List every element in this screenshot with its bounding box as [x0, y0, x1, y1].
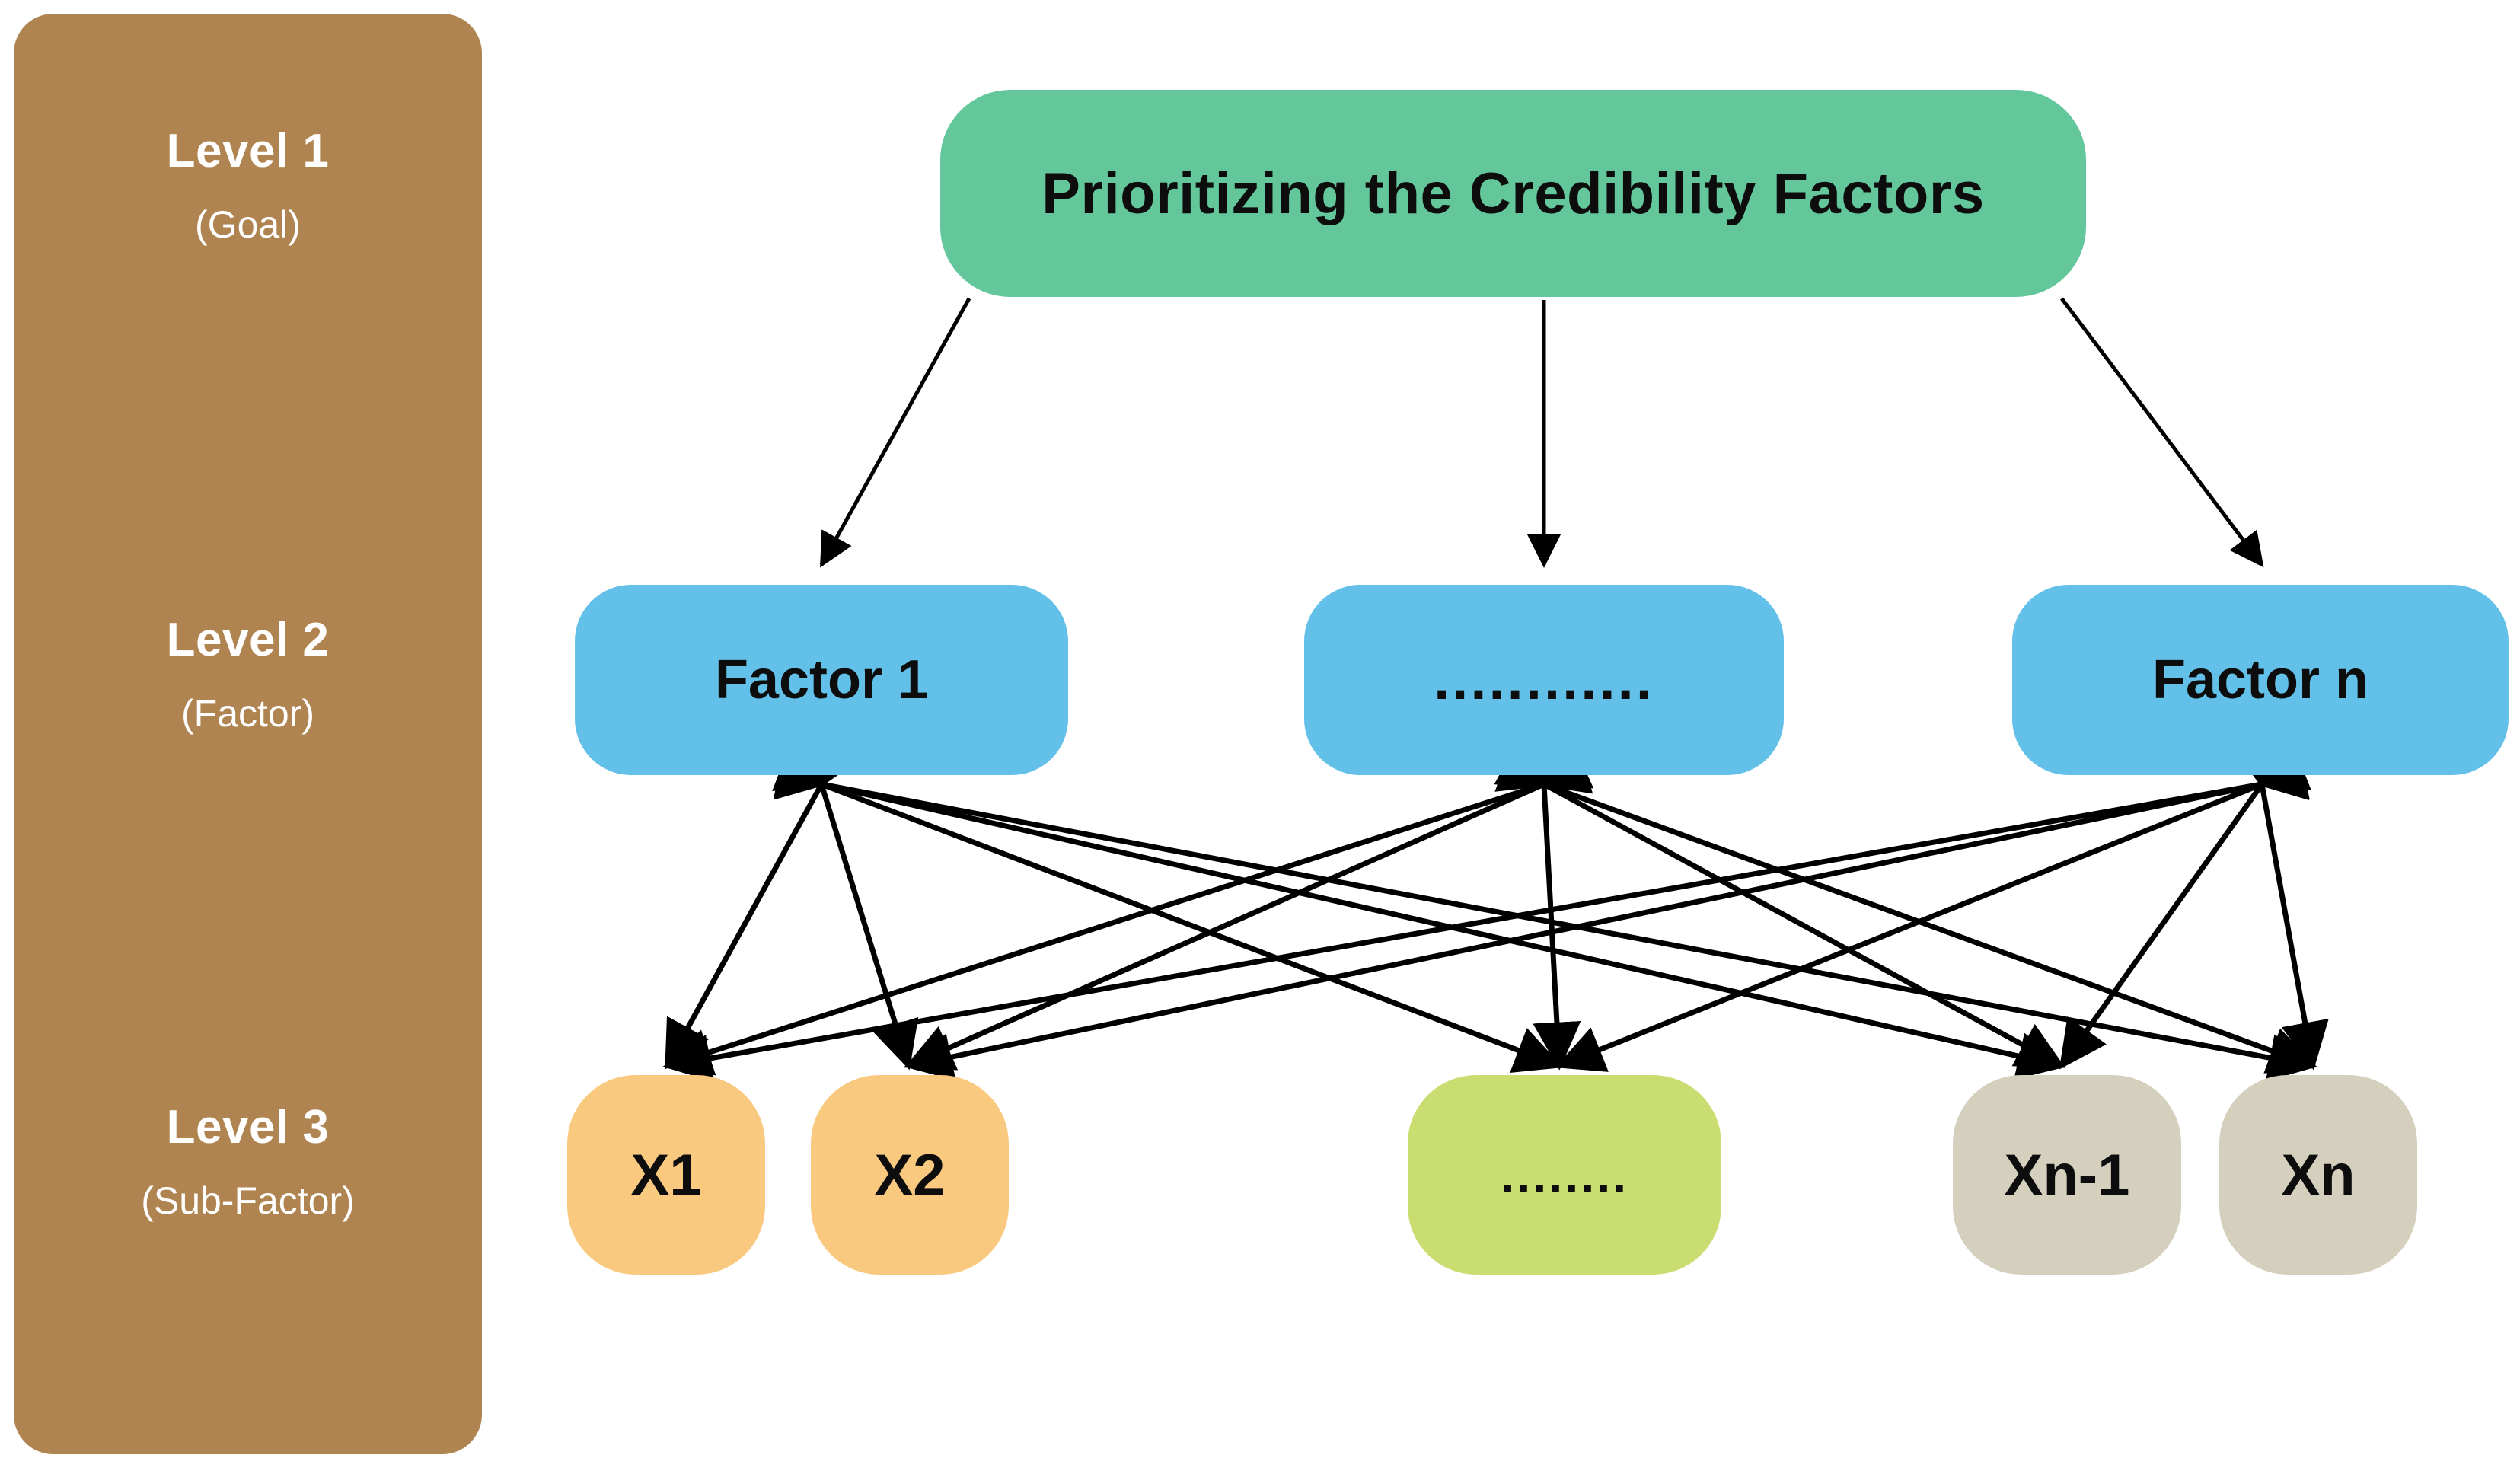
factor-node-ellipsis[interactable]: ............ — [1304, 585, 1784, 775]
factor-node-n-label: Factor n — [2152, 649, 2369, 710]
factor-node-n[interactable]: Factor n — [2012, 585, 2509, 775]
legend-level-2-subtitle: (Factor) — [181, 692, 314, 736]
subfactor-node-x2-label: X2 — [874, 1142, 946, 1208]
goal-node[interactable]: Prioritizing the Credibility Factors — [940, 90, 2086, 297]
goal-to-factor-edges — [819, 297, 2264, 569]
legend-level-1: Level 1 (Goal) — [14, 126, 482, 245]
subfactor-node-x1-label: X1 — [630, 1142, 702, 1208]
factor-node-ellipsis-label: ............ — [1434, 646, 1654, 712]
legend-level-3-subtitle: (Sub-Factor) — [141, 1179, 355, 1223]
factor-node-1-label: Factor 1 — [714, 649, 929, 710]
subfactor-node-ellipsis-label: ........ — [1501, 1146, 1628, 1203]
connector-layer — [662, 297, 2329, 1083]
legend-level-2: Level 2 (Factor) — [14, 615, 482, 734]
subfactor-node-xn[interactable]: Xn — [2219, 1075, 2417, 1275]
level-legend-panel: Level 1 (Goal) Level 2 (Factor) Level 3 … — [14, 14, 482, 1454]
legend-level-1-title: Level 1 — [166, 125, 330, 177]
subfactor-node-xn-1[interactable]: Xn-1 — [1953, 1075, 2181, 1275]
subfactor-node-xn-label: Xn — [2281, 1142, 2356, 1208]
legend-level-2-title: Level 2 — [166, 614, 330, 666]
legend-level-1-subtitle: (Goal) — [195, 203, 301, 247]
subfactor-node-x1[interactable]: X1 — [567, 1075, 765, 1275]
factor-node-1[interactable]: Factor 1 — [575, 585, 1068, 775]
subfactor-node-xn-1-label: Xn-1 — [2004, 1142, 2130, 1208]
subfactor-node-x2[interactable]: X2 — [811, 1075, 1009, 1275]
legend-level-3-title: Level 3 — [166, 1101, 330, 1154]
hierarchy-diagram: Prioritizing the Credibility Factors Fac… — [482, 0, 2520, 1471]
legend-level-3: Level 3 (Sub-Factor) — [14, 1102, 482, 1221]
goal-node-label: Prioritizing the Credibility Factors — [1041, 161, 1985, 226]
subfactor-node-ellipsis[interactable]: ........ — [1408, 1075, 1721, 1275]
factor-to-subfactor-edges — [662, 734, 2329, 1083]
